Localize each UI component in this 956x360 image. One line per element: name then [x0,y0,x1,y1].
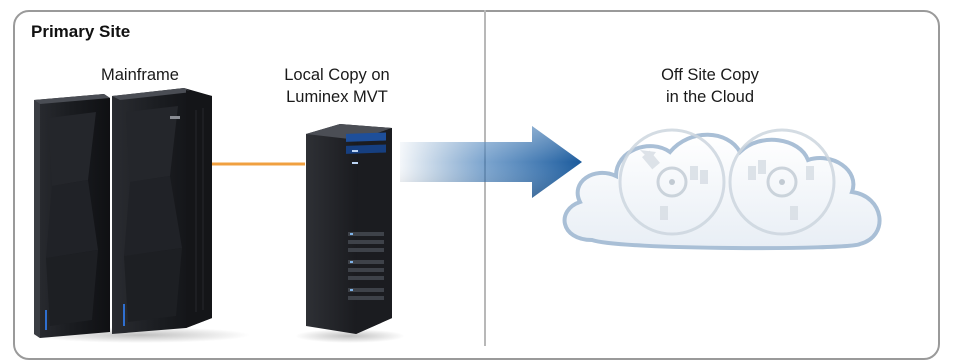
offsite-copy-label-line2: in the Cloud [665,88,755,106]
tape-reel-icon [728,128,836,236]
local-copy-label-line1: Local Copy on [284,66,390,84]
local-copy-label-line2: Luminex MVT [286,88,388,106]
arrow-right-icon [400,126,582,198]
diagram-art [30,88,882,343]
mainframe-label: Mainframe [101,66,179,84]
server-rack-icon [295,124,405,343]
primary-site-title: Primary Site [31,22,131,41]
tape-reel-icon [618,128,726,236]
offsite-copy-label: Off Site Copy in the Cloud [625,64,795,108]
cloud-icon [562,128,882,251]
mainframe-icon [30,88,250,343]
local-copy-label: Local Copy on Luminex MVT [262,64,412,108]
offsite-copy-label-line1: Off Site Copy [661,66,759,84]
